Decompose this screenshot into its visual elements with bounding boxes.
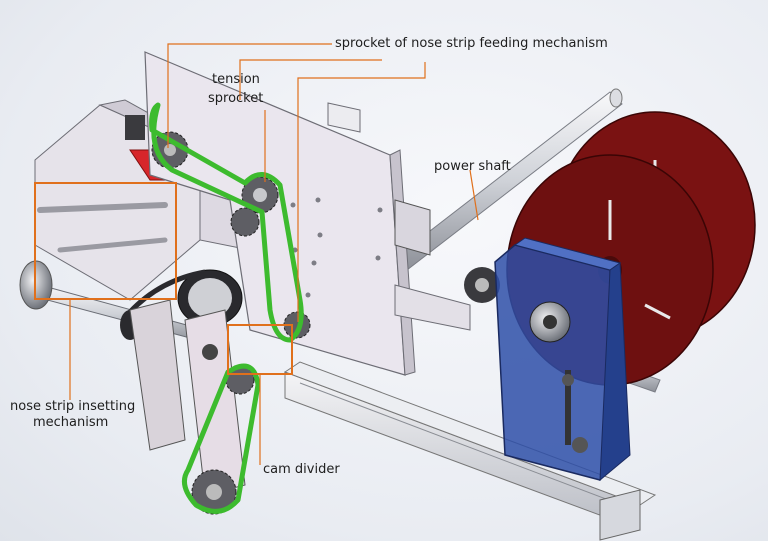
tension-sprocket <box>241 176 279 214</box>
label-tension-line2: sprocket <box>208 91 264 106</box>
insetting-callout-box <box>34 182 177 300</box>
upper-chain <box>149 102 304 343</box>
label-tension-line1: tension <box>212 72 260 87</box>
label-insetting-line1: nose strip insetting <box>10 399 136 414</box>
label-feeding-sprocket: sprocket of nose strip feeding mechanism <box>335 36 608 51</box>
label-cam-divider: cam divider <box>263 462 340 477</box>
leader-lines <box>69 43 479 465</box>
lower-sprocket <box>230 207 260 237</box>
lower-chain <box>181 363 261 514</box>
shaft-bracket <box>394 199 500 303</box>
label-insetting-line2: mechanism <box>33 415 109 430</box>
motor-housing <box>494 237 631 482</box>
label-power-shaft: power shaft <box>434 159 511 174</box>
